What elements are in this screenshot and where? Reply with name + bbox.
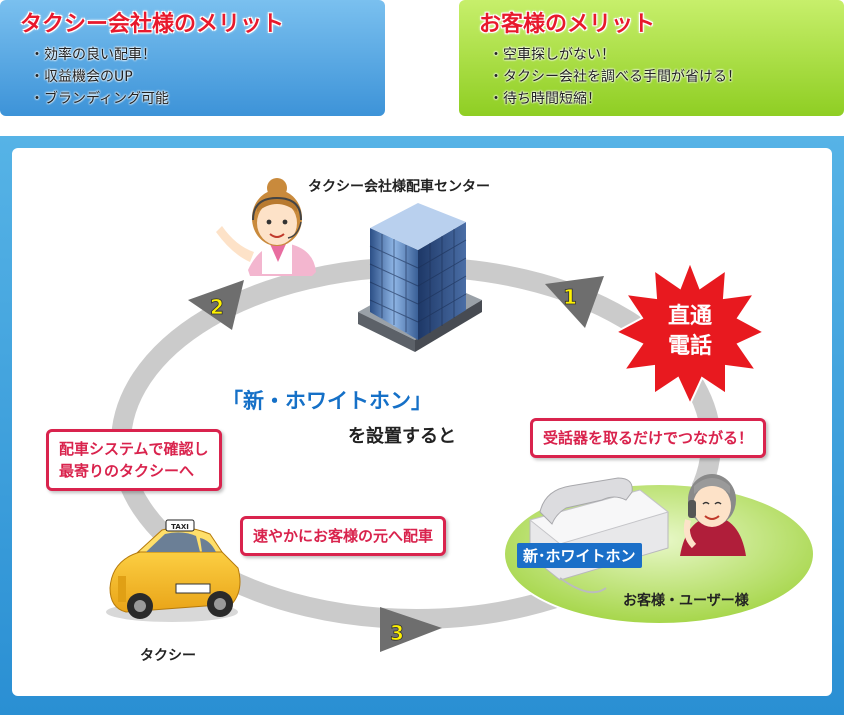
burst-label: 直通 電話 <box>650 302 730 362</box>
customer-label: お客様・ユーザー様 <box>623 593 749 609</box>
building-icon <box>358 203 482 352</box>
taxi-merit-panel: タクシー会社様のメリット ・効率の良い配車！ ・収益機会のUP ・ブランディング… <box>0 0 385 116</box>
speedy-callout: 速やかにお客様の元へ配車 <box>240 516 447 556</box>
customer-merit-item: ・待ち時間短縮！ <box>489 91 601 107</box>
dispatch-callout-line: 配車システムで確認し <box>59 440 209 458</box>
main-headline: 「新・ホワイトホン」 <box>222 389 432 413</box>
main-subheadline: を設置すると <box>348 426 456 447</box>
arrow-icon <box>188 276 604 652</box>
customer-merit-item: ・タクシー会社を調べる手間が省ける！ <box>489 69 741 85</box>
receiver-callout: 受話器を取るだけでつながる！ <box>530 418 767 458</box>
taxi-merit-item: ・ブランディング可能 <box>30 91 170 107</box>
taxi-merit-item: ・収益機会のUP <box>30 69 133 85</box>
taxi-merit-title: タクシー会社様のメリット <box>20 12 285 37</box>
dispatch-callout-line: 最寄りのタクシーへ <box>59 462 195 480</box>
customer-merit-list: ・空車探しがない！ ・タクシー会社を調べる手間が省ける！ ・待ち時間短縮！ <box>489 44 741 110</box>
step-1-number: 1 <box>563 285 577 309</box>
operator-icon <box>216 178 316 276</box>
white-phone-label: 新･ホワイトホン <box>517 543 642 568</box>
step-3-number: 3 <box>390 621 404 645</box>
step-2-number: 2 <box>210 295 224 319</box>
dispatch-callout: 配車システムで確認し 最寄りのタクシーへ <box>46 429 222 491</box>
taxi-merit-list: ・効率の良い配車！ ・収益機会のUP ・ブランディング可能 <box>30 44 169 110</box>
dispatch-center-label: タクシー会社様配車センター <box>308 179 490 195</box>
taxi-label: タクシー <box>140 648 196 664</box>
customer-merit-item: ・空車探しがない！ <box>489 47 615 63</box>
taxi-icon <box>106 519 241 622</box>
burst-label-line: 直通 <box>667 304 712 329</box>
taxi-sign-text: TAXI <box>171 523 189 531</box>
customer-merit-panel: お客様のメリット ・空車探しがない！ ・タクシー会社を調べる手間が省ける！ ・待… <box>459 0 844 116</box>
burst-icon <box>613 259 767 407</box>
burst-label-line: 電話 <box>667 334 712 359</box>
taxi-merit-item: ・効率の良い配車！ <box>30 47 156 63</box>
customer-merit-title: お客様のメリット <box>479 12 656 37</box>
customer-icon <box>680 474 746 556</box>
